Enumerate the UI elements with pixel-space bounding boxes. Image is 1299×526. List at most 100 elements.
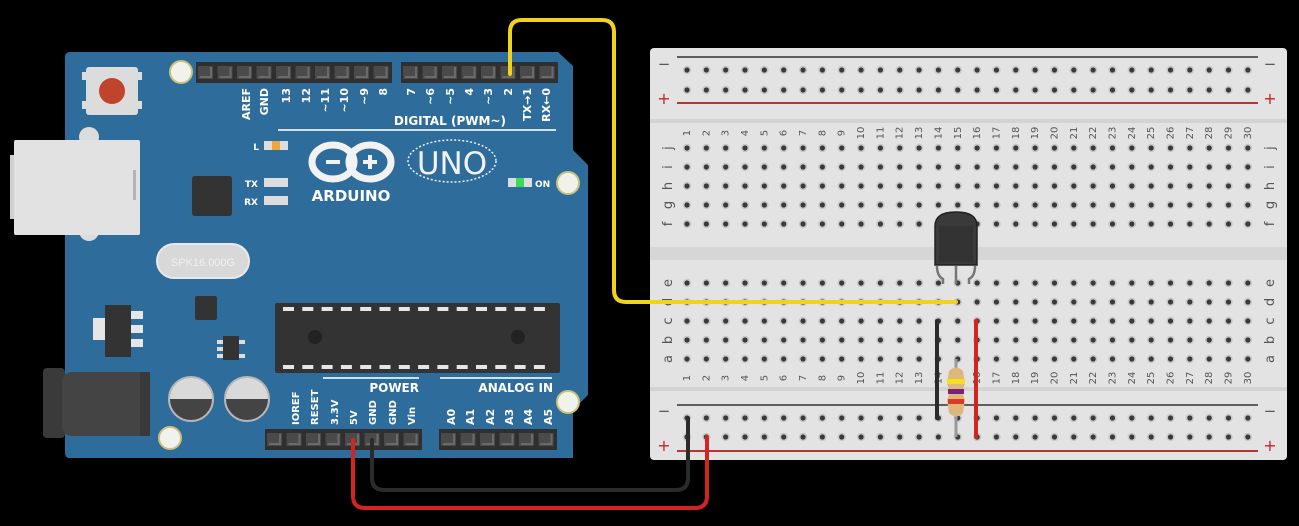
rail-hole[interactable]: [914, 85, 924, 95]
breadboard-hole[interactable]: [992, 278, 1001, 288]
breadboard-hole[interactable]: [740, 162, 750, 172]
rail-hole[interactable]: [1030, 85, 1040, 95]
breadboard-hole[interactable]: [1224, 278, 1233, 288]
breadboard-hole[interactable]: [721, 181, 730, 191]
breadboard-hole[interactable]: [1243, 354, 1253, 364]
rail-hole[interactable]: [1011, 85, 1020, 95]
digital-pin-socket[interactable]: [334, 66, 350, 79]
rail-hole[interactable]: [992, 413, 1001, 423]
rail-hole[interactable]: [837, 85, 846, 95]
rail-hole[interactable]: [1127, 85, 1137, 95]
breadboard-hole[interactable]: [1127, 335, 1137, 345]
rail-hole[interactable]: [992, 85, 1001, 95]
digital-pin-socket[interactable]: [237, 66, 252, 79]
rail-hole[interactable]: [1069, 432, 1079, 442]
breadboard-hole[interactable]: [1166, 219, 1175, 229]
rail-hole[interactable]: [779, 432, 788, 442]
breadboard-hole[interactable]: [1011, 316, 1020, 326]
breadboard-hole[interactable]: [1224, 162, 1233, 172]
rail-hole[interactable]: [1204, 432, 1214, 442]
breadboard-hole[interactable]: [914, 278, 924, 288]
digital-pin-socket[interactable]: [481, 66, 496, 79]
breadboard-hole[interactable]: [895, 143, 904, 153]
rail-hole[interactable]: [740, 413, 750, 423]
breadboard-hole[interactable]: [1243, 316, 1253, 326]
breadboard-hole[interactable]: [992, 181, 1001, 191]
breadboard-hole[interactable]: [702, 200, 711, 210]
breadboard-hole[interactable]: [740, 181, 750, 191]
rail-hole[interactable]: [798, 65, 808, 75]
rail-hole[interactable]: [914, 413, 924, 423]
rail-hole[interactable]: [760, 413, 769, 423]
breadboard-hole[interactable]: [721, 143, 730, 153]
breadboard-hole[interactable]: [876, 335, 885, 345]
breadboard-hole[interactable]: [760, 316, 769, 326]
breadboard-hole[interactable]: [953, 335, 962, 345]
rail-hole[interactable]: [972, 65, 982, 75]
breadboard-hole[interactable]: [1166, 162, 1175, 172]
digital-pin-socket[interactable]: [217, 66, 233, 79]
breadboard-hole[interactable]: [1030, 200, 1040, 210]
breadboard-hole[interactable]: [818, 278, 827, 288]
rail-hole[interactable]: [934, 85, 943, 95]
breadboard-hole[interactable]: [856, 335, 866, 345]
breadboard-hole[interactable]: [702, 143, 711, 153]
breadboard-hole[interactable]: [992, 354, 1001, 364]
rail-hole[interactable]: [702, 65, 711, 75]
breadboard-hole[interactable]: [1166, 278, 1175, 288]
breadboard-hole[interactable]: [760, 162, 769, 172]
breadboard-hole[interactable]: [895, 335, 904, 345]
breadboard-hole[interactable]: [1224, 354, 1233, 364]
breadboard-hole[interactable]: [1127, 354, 1137, 364]
breadboard-hole[interactable]: [1243, 219, 1253, 229]
breadboard-hole[interactable]: [1069, 219, 1079, 229]
rail-hole[interactable]: [895, 432, 904, 442]
rail-hole[interactable]: [895, 413, 904, 423]
breadboard-hole[interactable]: [837, 162, 846, 172]
gnd-wire[interactable]: [370, 416, 690, 492]
rail-hole[interactable]: [934, 432, 943, 442]
breadboard-hole[interactable]: [779, 335, 788, 345]
rail-hole[interactable]: [837, 413, 846, 423]
breadboard-hole[interactable]: [934, 162, 943, 172]
rail-hole[interactable]: [1108, 413, 1117, 423]
breadboard-hole[interactable]: [1166, 181, 1175, 191]
rail-hole[interactable]: [818, 85, 827, 95]
breadboard-hole[interactable]: [1069, 181, 1079, 191]
rail-hole[interactable]: [1185, 432, 1195, 442]
breadboard-hole[interactable]: [1243, 335, 1253, 345]
rail-hole[interactable]: [856, 85, 866, 95]
breadboard-hole[interactable]: [721, 200, 730, 210]
rail-hole[interactable]: [1204, 413, 1214, 423]
breadboard-hole[interactable]: [798, 181, 808, 191]
breadboard-hole[interactable]: [1030, 162, 1040, 172]
breadboard-hole[interactable]: [682, 181, 692, 191]
breadboard-hole[interactable]: [837, 278, 846, 288]
breadboard-hole[interactable]: [1050, 162, 1059, 172]
rail-hole[interactable]: [856, 65, 866, 75]
breadboard-hole[interactable]: [1030, 297, 1040, 307]
breadboard-hole[interactable]: [702, 335, 711, 345]
breadboard-hole[interactable]: [740, 278, 750, 288]
digital-pin-socket[interactable]: [276, 66, 291, 79]
digital-pin-socket[interactable]: [442, 66, 457, 79]
breadboard-hole[interactable]: [779, 316, 788, 326]
breadboard-hole[interactable]: [1166, 316, 1175, 326]
breadboard-hole[interactable]: [953, 200, 962, 210]
analog-pin-socket[interactable]: [480, 433, 495, 446]
breadboard-hole[interactable]: [953, 162, 962, 172]
breadboard-hole[interactable]: [1185, 297, 1195, 307]
rail-hole[interactable]: [1166, 85, 1175, 95]
rail-hole[interactable]: [1030, 413, 1040, 423]
rail-hole[interactable]: [1050, 65, 1059, 75]
rail-hole[interactable]: [837, 432, 846, 442]
digital-pin-socket[interactable]: [198, 66, 213, 79]
breadboard-hole[interactable]: [721, 162, 730, 172]
breadboard-hole[interactable]: [914, 162, 924, 172]
breadboard-hole[interactable]: [1146, 181, 1156, 191]
breadboard-hole[interactable]: [779, 181, 788, 191]
breadboard-hole[interactable]: [876, 316, 885, 326]
breadboard-hole[interactable]: [702, 181, 711, 191]
breadboard-hole[interactable]: [856, 219, 866, 229]
breadboard-hole[interactable]: [1127, 200, 1137, 210]
